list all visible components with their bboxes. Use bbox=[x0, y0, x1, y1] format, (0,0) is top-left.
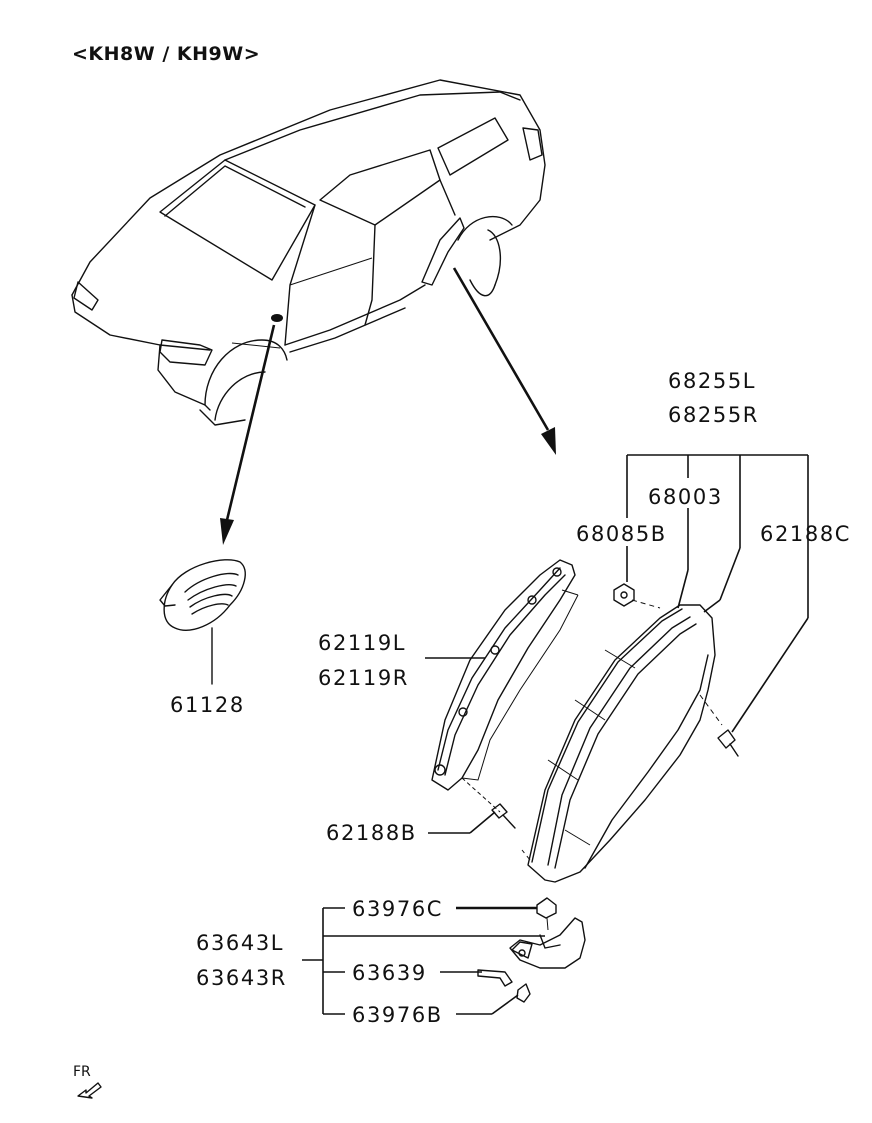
leader-68255 bbox=[626, 454, 809, 733]
label-63639: 63639 bbox=[352, 961, 427, 985]
model-header: <KH8W / KH9W> bbox=[72, 43, 260, 65]
bracket-62119 bbox=[431, 559, 579, 813]
label-62119L: 62119L bbox=[318, 631, 406, 655]
callout-arrows bbox=[220, 267, 556, 545]
label-68255L: 68255L bbox=[668, 369, 756, 393]
clip-62188C bbox=[717, 729, 739, 757]
label-63976B: 63976B bbox=[352, 1003, 443, 1027]
front-direction-label: FR bbox=[73, 1064, 91, 1080]
label-62188C: 62188C bbox=[760, 522, 851, 546]
label-68085B: 68085B bbox=[576, 522, 667, 546]
label-63643R: 63643R bbox=[196, 966, 287, 990]
vehicle-illustration bbox=[71, 79, 546, 426]
label-63976C: 63976C bbox=[352, 897, 443, 921]
fender-molding-68255 bbox=[521, 599, 723, 883]
side-marker-61128 bbox=[159, 559, 246, 685]
clip-62188B bbox=[428, 803, 516, 834]
label-63643L: 63643L bbox=[196, 931, 284, 955]
mud-flap-63643 bbox=[477, 897, 586, 1003]
label-68003: 68003 bbox=[648, 485, 723, 509]
clip-68085B bbox=[613, 583, 635, 607]
label-62188B: 62188B bbox=[326, 821, 417, 845]
front-direction-arrow-icon bbox=[77, 1082, 102, 1099]
label-61128: 61128 bbox=[170, 693, 245, 717]
label-68255R: 68255R bbox=[668, 403, 759, 427]
label-62119R: 62119R bbox=[318, 666, 409, 690]
leader-63643 bbox=[302, 906, 545, 1015]
